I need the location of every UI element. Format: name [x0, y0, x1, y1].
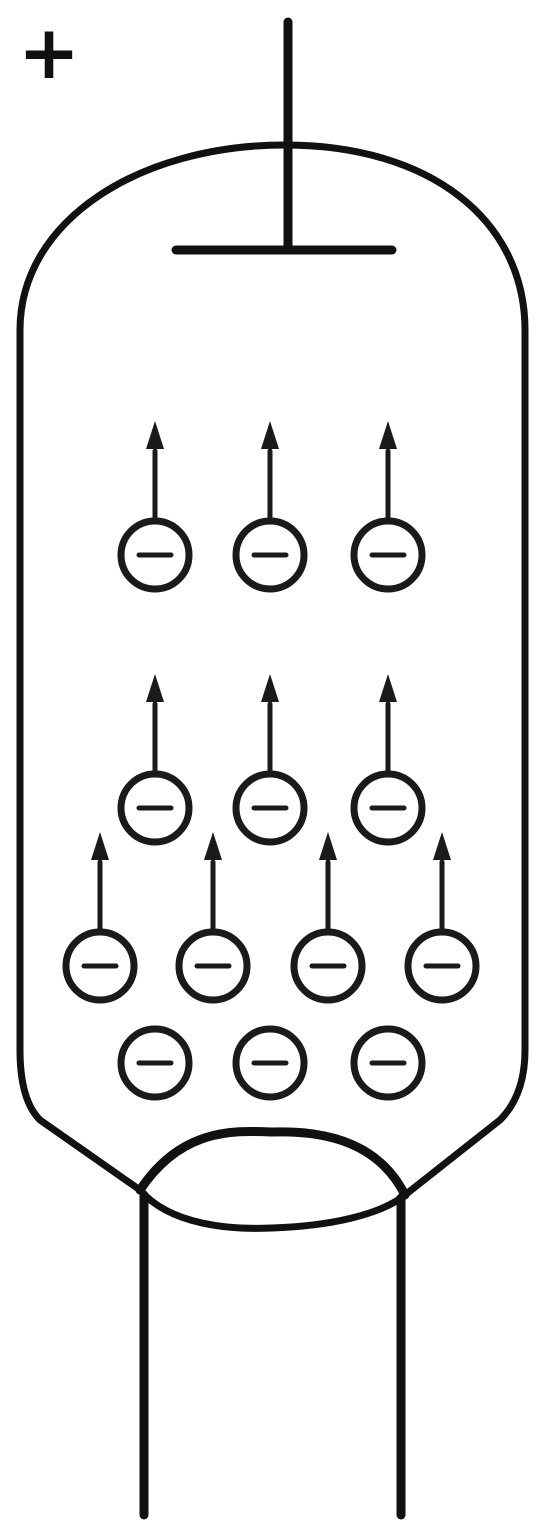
cathode-filament-lower: [140, 1190, 405, 1228]
plus-icon: +: [18, 10, 80, 96]
arrow-up-icon: [261, 674, 279, 702]
arrow-up-icon: [433, 832, 451, 860]
electron-row-top: [121, 421, 422, 589]
electron-icon: [354, 1029, 422, 1097]
electron-icon: [354, 421, 422, 589]
arrow-up-icon: [379, 674, 397, 702]
electron-icon: [179, 832, 247, 1000]
arrow-up-icon: [379, 421, 397, 449]
electron-icon: [236, 1029, 304, 1097]
arrow-up-icon: [319, 832, 337, 860]
arrow-up-icon: [146, 674, 164, 702]
electron-layer: [66, 421, 476, 1097]
electron-icon: [236, 421, 304, 589]
electron-icon: [66, 832, 134, 1000]
electron-icon: [236, 674, 304, 842]
electron-icon: [294, 832, 362, 1000]
electron-icon: [354, 674, 422, 842]
electron-icon: [121, 421, 189, 589]
electron-icon: [121, 1029, 189, 1097]
electron-icon: [121, 674, 189, 842]
electron-row-at-cathode: [121, 1029, 422, 1097]
arrow-up-icon: [261, 421, 279, 449]
electron-row-middle: [121, 674, 422, 842]
electron-row-lower: [66, 832, 476, 1000]
arrow-up-icon: [204, 832, 222, 860]
arrow-up-icon: [146, 421, 164, 449]
cathode-filament-upper: [140, 1131, 405, 1195]
arrow-up-icon: [91, 832, 109, 860]
electron-icon: [408, 832, 476, 1000]
